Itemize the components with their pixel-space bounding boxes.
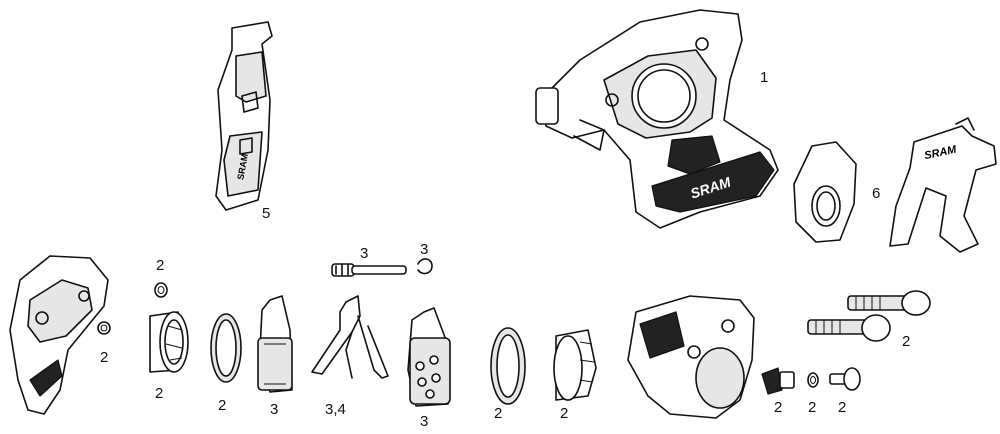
callout-bleed-screw: 2	[774, 399, 783, 416]
caliper-half-washer	[97, 321, 111, 335]
caliper-body-assembly: SRAM	[535, 9, 779, 229]
callout-caliper-half-washer: 2	[100, 349, 109, 366]
brake-pad-left	[257, 295, 293, 393]
bleed-block: SRAM	[215, 21, 273, 211]
bleed-screw	[761, 367, 795, 395]
piston-right	[553, 329, 597, 401]
callout-seal-left: 2	[218, 397, 227, 414]
seal-left	[210, 313, 242, 383]
brake-pad-right	[407, 307, 451, 407]
callout-bleed-port-screw: 2	[838, 399, 847, 416]
piston-left	[149, 311, 189, 373]
callout-pad-spring: 3,4	[325, 401, 346, 418]
callout-bracket-kit: 6	[872, 185, 881, 202]
pad-spring	[311, 295, 389, 379]
callout-o-ring: 2	[808, 399, 817, 416]
callout-seal-right: 2	[494, 405, 503, 422]
callout-pad-pin: 3	[360, 245, 369, 262]
callout-mounting-bolts: 2	[902, 333, 911, 350]
o-ring	[807, 372, 819, 388]
caliper-half-left	[9, 255, 109, 415]
callout-pad-left: 3	[270, 401, 279, 418]
bleed-block-logo: SRAM	[235, 153, 249, 181]
callout-caliper-body: 1	[760, 69, 769, 86]
mounting-bolt-upper	[847, 290, 931, 316]
small-washer	[154, 282, 168, 298]
pad-pin	[331, 263, 407, 277]
caliper-bracket-kit: SRAM	[793, 117, 997, 253]
mounting-bolt-lower	[807, 314, 891, 342]
seal-right	[490, 327, 526, 405]
pad-clip	[417, 258, 433, 275]
callout-piston-left: 2	[155, 385, 164, 402]
callout-small-washer: 2	[156, 257, 165, 274]
callout-piston-right: 2	[560, 405, 569, 422]
callout-pad-right: 3	[420, 413, 429, 430]
bleed-port-screw	[829, 367, 861, 391]
caliper-half-right	[627, 295, 755, 419]
callout-bleed-block: 5	[262, 205, 271, 222]
callout-pad-clip: 3	[420, 241, 429, 258]
